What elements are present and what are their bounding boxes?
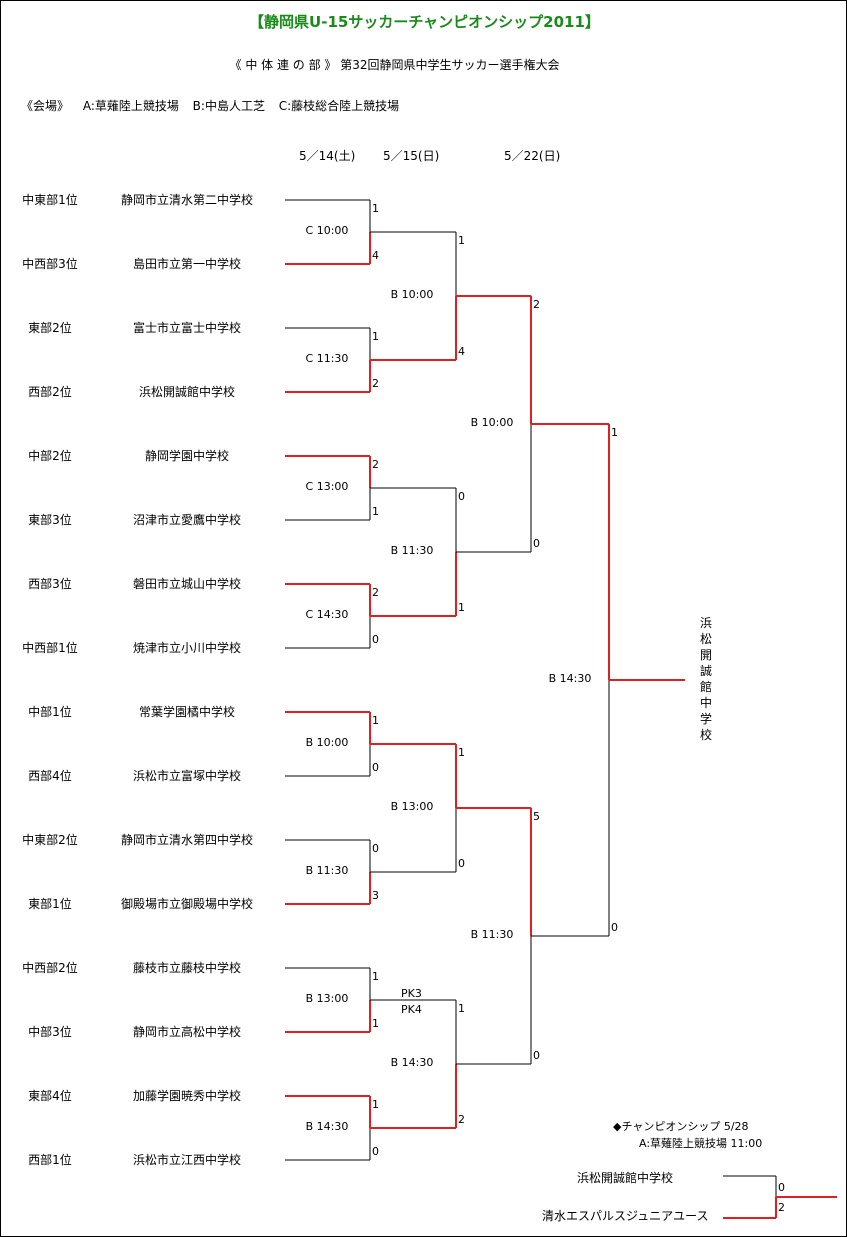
match-time: C 13:00 <box>305 480 349 493</box>
team-region: 東部4位 <box>28 1089 72 1103</box>
match-score: 0 <box>372 1145 379 1158</box>
match-score: 1 <box>372 202 379 215</box>
team-region: 中西部3位 <box>22 257 78 271</box>
championship-venue: A:草薙陸上競技場 11:00 <box>639 1137 763 1150</box>
team-name: 加藤学園暁秀中学校 <box>132 1089 241 1103</box>
match-time: B 10:00 <box>470 416 514 429</box>
venue-list: 《会場》 A:草薙陸上競技場 B:中島人工芝 C:藤枝総合陸上競技場 <box>21 99 400 113</box>
team-name: 静岡市立清水第二中学校 <box>120 193 253 207</box>
date-round2: 5／15(日) <box>383 149 440 163</box>
team-region: 中東部2位 <box>22 833 78 847</box>
match-score: 1 <box>611 426 618 439</box>
team-region: 西部4位 <box>28 769 72 783</box>
team-region: 中部2位 <box>28 449 72 463</box>
match-score: 3 <box>372 889 379 902</box>
team-name: 浜松市立富塚中学校 <box>132 769 241 783</box>
match-time: B 14:30 <box>548 672 592 685</box>
championship-team1: 浜松開誠館中学校 <box>577 1171 674 1185</box>
match-score: 2 <box>533 298 540 311</box>
match-score: 1 <box>372 970 379 983</box>
match-score: 4 <box>372 249 379 262</box>
championship-score1: 0 <box>778 1181 785 1194</box>
team-name: 浜松開誠館中学校 <box>138 385 235 399</box>
match-time: B 10:00 <box>305 736 349 749</box>
date-round1: 5／14(土) <box>299 149 356 163</box>
team-name: 富士市立富士中学校 <box>132 321 241 335</box>
team-region: 東部2位 <box>28 321 72 335</box>
match-score: 0 <box>372 761 379 774</box>
championship-team2: 清水エスパルスジュニアユース <box>542 1209 709 1223</box>
match-score: 2 <box>372 458 379 471</box>
pk-score: PK3 <box>401 987 422 1000</box>
match-score: 1 <box>372 1017 379 1030</box>
page-title: 【静岡県U-15サッカーチャンピオンシップ2011】 <box>249 13 600 31</box>
match-score: 1 <box>372 505 379 518</box>
match-time: B 11:30 <box>305 864 349 877</box>
match-time: C 11:30 <box>305 352 349 365</box>
match-time: C 14:30 <box>305 608 349 621</box>
team-region: 西部1位 <box>28 1153 72 1167</box>
team-name: 焼津市立小川中学校 <box>132 641 241 655</box>
team-region: 中部3位 <box>28 1025 72 1039</box>
match-score: 1 <box>458 234 465 247</box>
team-region: 東部1位 <box>28 897 72 911</box>
team-region: 西部2位 <box>28 385 72 399</box>
match-score: 0 <box>458 857 465 870</box>
team-name: 浜松市立江西中学校 <box>132 1153 241 1167</box>
match-score: 0 <box>533 1049 540 1062</box>
team-name: 静岡市立清水第四中学校 <box>120 833 253 847</box>
team-name: 常葉学園橘中学校 <box>138 705 235 719</box>
team-name: 島田市立第一中学校 <box>132 257 241 271</box>
team-name: 御殿場市立御殿場中学校 <box>120 897 253 911</box>
match-score: 0 <box>372 842 379 855</box>
match-score: 5 <box>533 810 540 823</box>
championship-score2: 2 <box>778 1201 785 1214</box>
match-score: 0 <box>458 490 465 503</box>
team-region: 中部1位 <box>28 705 72 719</box>
match-score: 4 <box>458 345 465 358</box>
match-time: B 14:30 <box>390 1056 434 1069</box>
team-name: 沼津市立愛鷹中学校 <box>132 513 241 527</box>
page-subtitle: 《 中 体 連 の 部 》 第32回静岡県中学生サッカー選手権大会 <box>229 58 560 72</box>
match-time: B 13:00 <box>305 992 349 1005</box>
match-score: 1 <box>458 1002 465 1015</box>
match-score: 2 <box>372 377 379 390</box>
match-score: 1 <box>372 714 379 727</box>
champion-name: 浜松開誠館中学校 <box>699 616 712 742</box>
match-time: B 14:30 <box>305 1120 349 1133</box>
match-time: B 13:00 <box>390 800 434 813</box>
team-name: 静岡学園中学校 <box>144 449 229 463</box>
team-region: 西部3位 <box>28 577 72 591</box>
team-name: 藤枝市立藤枝中学校 <box>132 961 241 975</box>
team-region: 中東部1位 <box>22 193 78 207</box>
team-region: 中西部1位 <box>22 641 78 655</box>
match-time: B 10:00 <box>390 288 434 301</box>
match-score: 1 <box>372 330 379 343</box>
match-score: 2 <box>372 586 379 599</box>
match-time: B 11:30 <box>470 928 514 941</box>
match-score: 1 <box>458 601 465 614</box>
match-score: 0 <box>611 921 618 934</box>
championship-heading: ◆チャンピオンシップ 5/28 <box>613 1120 749 1133</box>
date-round3: 5／22(日) <box>504 149 561 163</box>
team-name: 磐田市立城山中学校 <box>132 577 241 591</box>
match-time: C 10:00 <box>305 224 349 237</box>
team-region: 中西部2位 <box>22 961 78 975</box>
match-score: 0 <box>372 633 379 646</box>
match-score: 0 <box>533 537 540 550</box>
match-score: 2 <box>458 1113 465 1126</box>
match-score: 1 <box>372 1098 379 1111</box>
pk-score: PK4 <box>401 1003 422 1016</box>
team-name: 静岡市立高松中学校 <box>132 1025 241 1039</box>
match-score: 1 <box>458 746 465 759</box>
match-time: B 11:30 <box>390 544 434 557</box>
team-region: 東部3位 <box>28 513 72 527</box>
